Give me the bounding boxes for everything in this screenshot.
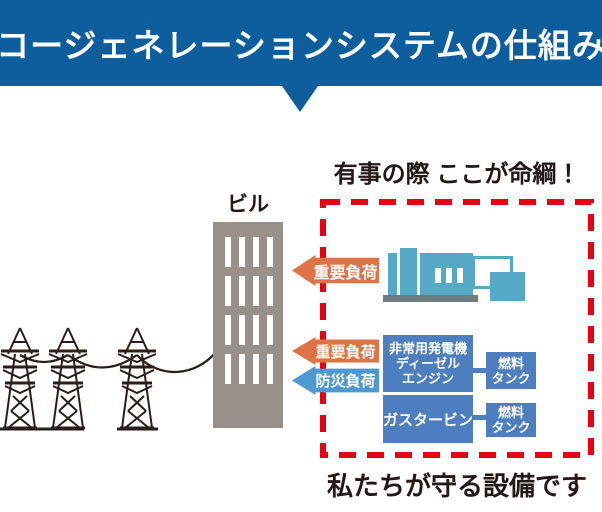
important-load-arrow-top: 重要負荷 xyxy=(292,255,379,286)
generator-vent xyxy=(446,268,452,283)
protected-area-frame xyxy=(320,199,594,458)
emergency-generator-icon xyxy=(388,253,397,295)
generator-aux-unit xyxy=(490,272,525,301)
fuel-tank-box-top: 燃料 タンク xyxy=(486,352,536,389)
power-wires xyxy=(19,351,217,374)
generator-stack xyxy=(400,248,417,295)
important-load-arrow: 重要負荷 xyxy=(292,337,379,365)
generator-base xyxy=(383,295,478,302)
fuel-pipe-connector-top xyxy=(473,368,486,373)
generator-vent xyxy=(435,268,441,283)
page-title: コージェネレーションシステムの仕組み xyxy=(0,27,602,64)
transmission-towers-icon xyxy=(0,326,217,431)
diesel-generator-box: 非常用発電機 ディーゼル エンジン xyxy=(383,335,473,392)
fuel-pipe-connector-bottom xyxy=(473,415,486,420)
generator-vent xyxy=(457,268,463,283)
important-load-label: 重要負荷 xyxy=(315,343,376,361)
header-banner: コージェネレーションシステムの仕組み xyxy=(0,0,602,86)
pylon-3 xyxy=(116,326,158,430)
office-building-icon xyxy=(213,222,283,428)
fuel-tank-box-bottom: 燃料 タンク xyxy=(486,403,536,437)
caption-protected-equipment: 私たちが守る設備です xyxy=(326,471,587,501)
disaster-load-arrow: 防災負荷 xyxy=(292,366,379,395)
caption-lifeline: 有事の際 ここが命綱！ xyxy=(333,161,581,188)
important-load-label: 重要負荷 xyxy=(313,264,378,282)
disaster-load-label: 防災負荷 xyxy=(315,373,376,390)
gas-turbine-box: ガスタービン xyxy=(383,395,473,443)
pylon-1 xyxy=(0,326,41,430)
building-label: ビル xyxy=(227,193,269,216)
pylon-2 xyxy=(47,326,89,430)
banner-pointer-triangle xyxy=(282,86,318,112)
